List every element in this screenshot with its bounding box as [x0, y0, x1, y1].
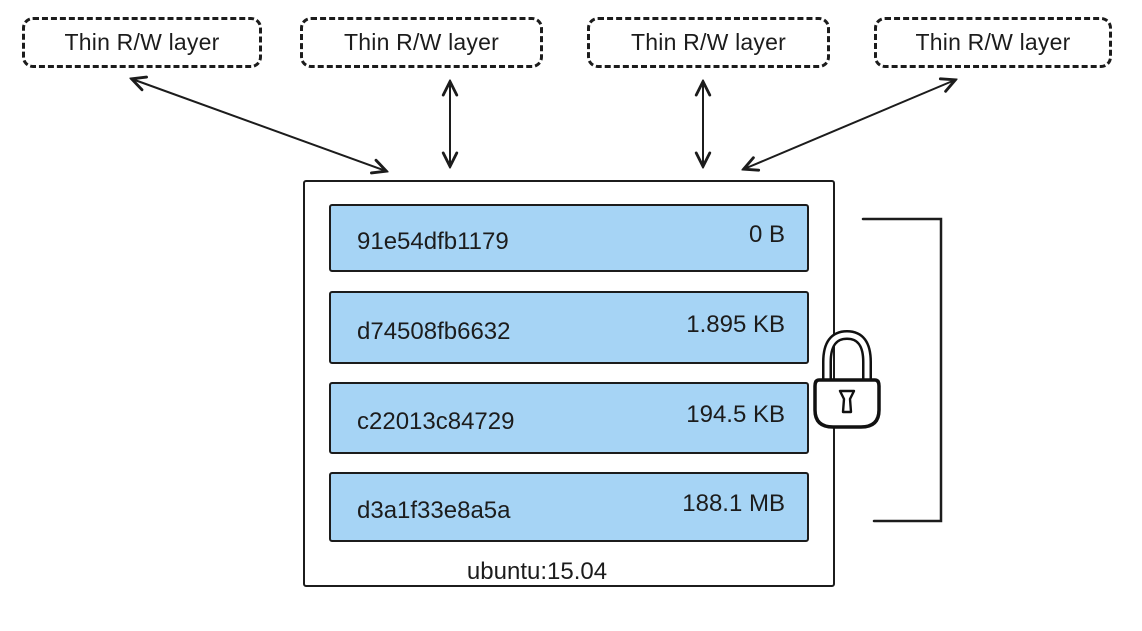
thin-rw-layer-box-4: Thin R/W layer	[874, 17, 1112, 68]
thin-rw-layer-label: Thin R/W layer	[915, 29, 1071, 55]
thin-rw-layer-box-1: Thin R/W layer	[22, 17, 262, 68]
thin-rw-layer-label: Thin R/W layer	[64, 29, 220, 55]
layer-size: 1.895 KB	[686, 310, 785, 338]
layer-size: 0 B	[748, 221, 785, 248]
layer-id: d74508fb6632	[357, 317, 511, 345]
thin-rw-layer-box-3: Thin R/W layer	[587, 17, 830, 68]
arrow-rw-layer-4	[744, 80, 955, 169]
layer-row: d3a1f33e8a5a 188.1 MB	[329, 472, 809, 542]
layer-size: 188.1 MB	[682, 490, 785, 517]
layer-id: d3a1f33e8a5a	[357, 497, 511, 524]
keyhole-icon	[838, 389, 856, 414]
image-name-caption: ubuntu:15.04	[466, 558, 608, 585]
lock-icon	[813, 329, 881, 429]
image-container: 91e54dfb1179 0 B d74508fb6632 1.895 KB c…	[303, 180, 835, 587]
layer-row: c22013c84729 194.5 KB	[329, 382, 809, 454]
arrow-rw-layer-1	[132, 79, 386, 171]
thin-rw-layer-box-2: Thin R/W layer	[300, 17, 543, 68]
thin-rw-layer-label: Thin R/W layer	[631, 29, 786, 55]
layer-id: 91e54dfb1179	[357, 228, 509, 255]
thin-rw-layer-label: Thin R/W layer	[344, 29, 499, 55]
layer-size: 194.5 KB	[686, 401, 785, 428]
layer-row: d74508fb6632 1.895 KB	[329, 291, 809, 364]
layer-id: c22013c84729	[357, 408, 515, 435]
layer-row: 91e54dfb1179 0 B	[329, 204, 809, 272]
